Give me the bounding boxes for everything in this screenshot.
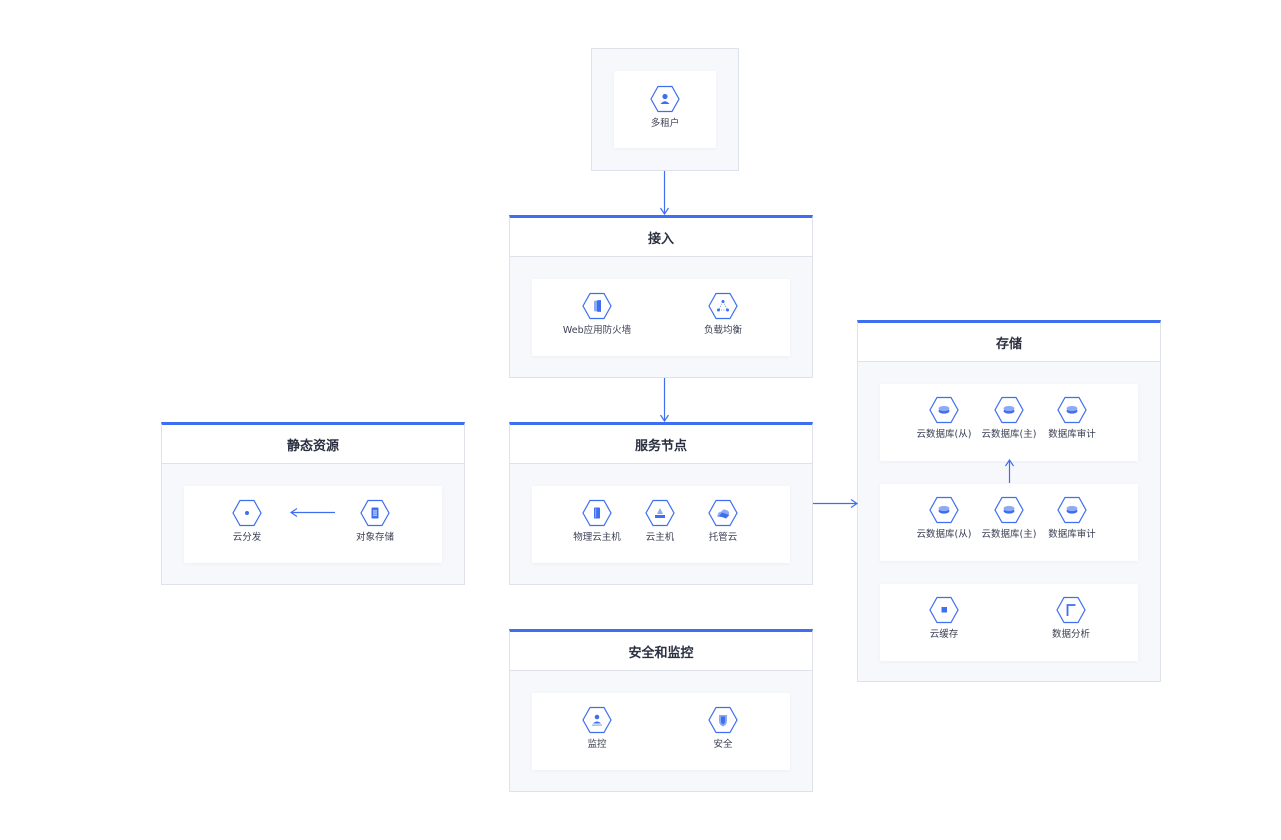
security-label-monitor: 监控 xyxy=(587,739,607,750)
access-label-lb: 负载均衡 xyxy=(703,325,742,336)
storage-label-analytics: 数据分析 xyxy=(1051,629,1090,640)
security-panel: 安全和监控 监控 安全 xyxy=(509,629,813,792)
service-node-managed[interactable]: 托管云 xyxy=(683,499,763,544)
tenant-label: 多租户 xyxy=(650,118,680,129)
storage-title: 存储 xyxy=(858,323,1160,362)
storage-node-r1-audit[interactable]: 数据库审计 xyxy=(1032,396,1112,441)
tenant-node[interactable]: 多租户 xyxy=(625,85,705,130)
firewall-icon xyxy=(582,292,612,320)
access-title: 接入 xyxy=(510,218,812,257)
user-icon xyxy=(650,85,680,113)
service-label-cloudhost: 云主机 xyxy=(645,532,675,543)
object-storage-icon xyxy=(360,499,390,527)
storage-node-r2-master[interactable]: 云数据库(主) xyxy=(969,496,1049,541)
tenant-card: 多租户 xyxy=(614,71,716,148)
static-node-oss[interactable]: 对象存储 xyxy=(335,499,415,544)
database-icon xyxy=(1057,496,1087,524)
database-icon xyxy=(929,396,959,424)
managed-cloud-icon xyxy=(708,499,738,527)
access-label-waf: Web应用防火墙 xyxy=(562,325,632,336)
load-balancer-icon xyxy=(708,292,738,320)
monitor-icon xyxy=(582,706,612,734)
storage-card-row1: 云数据库(从) 云数据库(主) 数据库审计 xyxy=(880,384,1138,461)
access-node-waf[interactable]: Web应用防火墙 xyxy=(557,292,637,337)
service-node-physical[interactable]: 物理云主机 xyxy=(557,499,637,544)
database-icon xyxy=(1057,396,1087,424)
static-label-cdn: 云分发 xyxy=(232,532,262,543)
storage-node-analytics[interactable]: 数据分析 xyxy=(1031,596,1111,641)
static-panel: 静态资源 云分发 对象存储 xyxy=(161,422,465,585)
storage-node-r1-slave[interactable]: 云数据库(从) xyxy=(904,396,984,441)
access-card: Web应用防火墙 负载均衡 xyxy=(532,279,790,356)
physical-host-icon xyxy=(582,499,612,527)
analytics-icon xyxy=(1056,596,1086,624)
database-icon xyxy=(994,496,1024,524)
storage-node-r1-master[interactable]: 云数据库(主) xyxy=(969,396,1049,441)
security-label-safety: 安全 xyxy=(713,739,733,750)
storage-card-row3: 云缓存 数据分析 xyxy=(880,584,1138,661)
storage-label-r1-audit: 数据库审计 xyxy=(1048,429,1096,440)
service-label-physical: 物理云主机 xyxy=(573,532,621,543)
service-label-managed: 托管云 xyxy=(708,532,738,543)
security-card: 监控 安全 xyxy=(532,693,790,770)
access-panel: 接入 Web应用防火墙 负载均衡 xyxy=(509,215,813,378)
security-node-monitor[interactable]: 监控 xyxy=(557,706,637,751)
static-title: 静态资源 xyxy=(162,425,464,464)
static-label-oss: 对象存储 xyxy=(355,532,394,543)
storage-label-r2-master: 云数据库(主) xyxy=(981,529,1037,540)
tenant-panel: 多租户 xyxy=(591,48,739,171)
database-icon xyxy=(994,396,1024,424)
storage-node-cache[interactable]: 云缓存 xyxy=(904,596,984,641)
static-card: 云分发 对象存储 xyxy=(184,486,442,563)
cloud-host-icon xyxy=(645,499,675,527)
cache-icon xyxy=(929,596,959,624)
storage-label-r2-slave: 云数据库(从) xyxy=(916,529,972,540)
service-card: 物理云主机 云主机 托管云 xyxy=(532,486,790,563)
shield-icon xyxy=(708,706,738,734)
static-node-cdn[interactable]: 云分发 xyxy=(207,499,287,544)
service-panel: 服务节点 物理云主机 云主机 托管云 xyxy=(509,422,813,585)
storage-label-r2-audit: 数据库审计 xyxy=(1048,529,1096,540)
database-icon xyxy=(929,496,959,524)
storage-card-row2: 云数据库(从) 云数据库(主) 数据库审计 xyxy=(880,484,1138,561)
storage-node-r2-audit[interactable]: 数据库审计 xyxy=(1032,496,1112,541)
storage-panel: 存储 云数据库(从) 云数据库(主) 数据库审计 xyxy=(857,320,1161,682)
cdn-icon xyxy=(232,499,262,527)
storage-label-r1-slave: 云数据库(从) xyxy=(916,429,972,440)
security-node-safety[interactable]: 安全 xyxy=(683,706,763,751)
security-title: 安全和监控 xyxy=(510,632,812,671)
storage-label-cache: 云缓存 xyxy=(929,629,959,640)
service-title: 服务节点 xyxy=(510,425,812,464)
storage-node-r2-slave[interactable]: 云数据库(从) xyxy=(904,496,984,541)
storage-label-r1-master: 云数据库(主) xyxy=(981,429,1037,440)
service-node-cloudhost[interactable]: 云主机 xyxy=(620,499,700,544)
access-node-lb[interactable]: 负载均衡 xyxy=(683,292,763,337)
